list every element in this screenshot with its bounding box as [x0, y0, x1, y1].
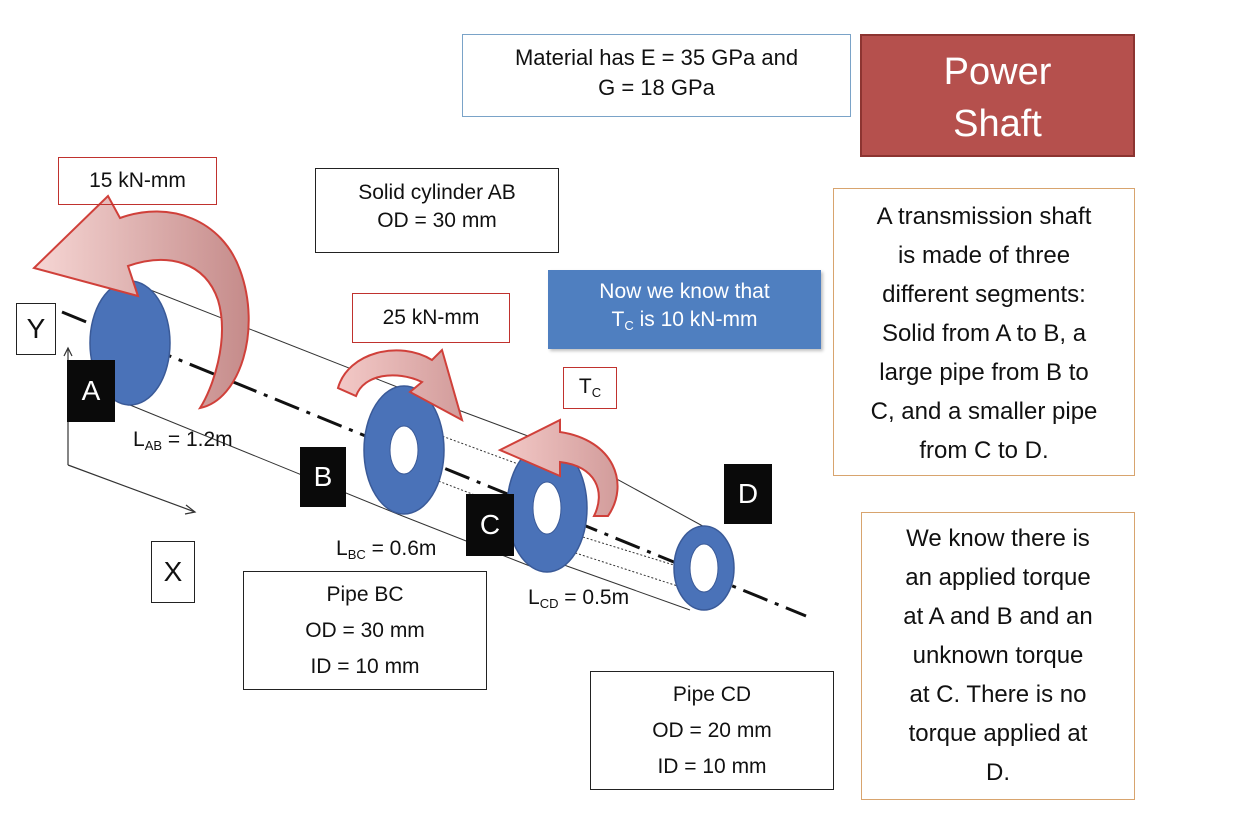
torque-b-text: 25 kN-mm — [382, 306, 480, 329]
description-line: large pipe from B to — [879, 359, 1089, 386]
torque-c-text: TC — [578, 375, 602, 400]
length-cd-label: LCD = 0.5m — [528, 586, 630, 611]
pipe-cd-line-1: Pipe CD — [672, 683, 752, 706]
torque-arrow-c — [497, 418, 619, 517]
torque-b-label: 25 kN-mm — [352, 293, 510, 343]
disk-b-hole — [389, 425, 419, 475]
known-line: D. — [986, 759, 1010, 786]
title-line-1: Power — [943, 51, 1052, 93]
title-box: Power Shaft — [860, 34, 1135, 157]
pipe-bc-box: Pipe BC OD = 30 mm ID = 10 mm — [243, 571, 487, 690]
material-line-1: Material has E = 35 GPa and — [514, 45, 799, 70]
y-axis-label: Y — [16, 303, 56, 355]
pipe-bc-line-1: Pipe BC — [326, 583, 404, 606]
disk-d-hole — [689, 543, 719, 593]
pipe-cd-line-3: ID = 10 mm — [657, 755, 767, 778]
point-d-label: D — [724, 464, 772, 524]
description-box: A transmission shaft is made of three di… — [833, 188, 1135, 476]
known-line: unknown torque — [912, 642, 1084, 669]
material-line-2: G = 18 GPa — [598, 74, 715, 100]
title-line-2: Shaft — [953, 103, 1042, 145]
description-line: C, and a smaller pipe — [870, 398, 1098, 425]
pipe-cd-box: Pipe CD OD = 20 mm ID = 10 mm — [590, 671, 834, 790]
point-a-label: A — [67, 360, 115, 422]
torque-a-label: 15 kN-mm — [58, 157, 217, 205]
description-line: is made of three — [897, 242, 1071, 269]
torque-arrow-b — [336, 348, 464, 423]
known-line: an applied torque — [905, 564, 1091, 591]
material-box: Material has E = 35 GPa and G = 18 GPa — [462, 34, 851, 117]
description-line: different segments: — [882, 281, 1086, 308]
known-box: We know there is an applied torque at A … — [861, 512, 1135, 800]
pipe-cd-line-2: OD = 20 mm — [652, 719, 772, 742]
known-line: torque applied at — [908, 720, 1088, 747]
torque-c-label: TC — [563, 367, 617, 409]
description-line: A transmission shaft — [876, 203, 1092, 230]
disk-c-hole — [532, 481, 562, 535]
torque-arrow-a — [32, 194, 250, 410]
point-c-label: C — [466, 494, 514, 556]
tc-note-box: Now we know that TC is 10 kN-mm — [548, 270, 821, 349]
solid-ab-line-2: OD = 30 mm — [377, 209, 497, 233]
solid-ab-box: Solid cylinder AB OD = 30 mm — [315, 168, 559, 253]
known-line: at A and B and an — [903, 603, 1093, 630]
torque-a-text: 15 kN-mm — [89, 169, 186, 192]
length-bc-label: LBC = 0.6m — [336, 537, 437, 562]
known-line: We know there is — [906, 525, 1090, 552]
x-axis-label: X — [151, 541, 195, 603]
note-line-2: TC is 10 kN-mm — [611, 308, 758, 334]
length-ab-label: LAB = 1.2m — [133, 428, 233, 453]
description-line: Solid from A to B, a — [881, 320, 1087, 347]
pipe-bc-line-3: ID = 10 mm — [310, 655, 420, 678]
known-line: at C. There is no — [909, 681, 1087, 708]
note-line-1: Now we know that — [599, 280, 770, 303]
pipe-bc-line-2: OD = 30 mm — [305, 619, 425, 642]
description-line: from C to D. — [919, 437, 1049, 464]
solid-ab-line-1: Solid cylinder AB — [358, 181, 516, 204]
point-b-label: B — [300, 447, 346, 507]
